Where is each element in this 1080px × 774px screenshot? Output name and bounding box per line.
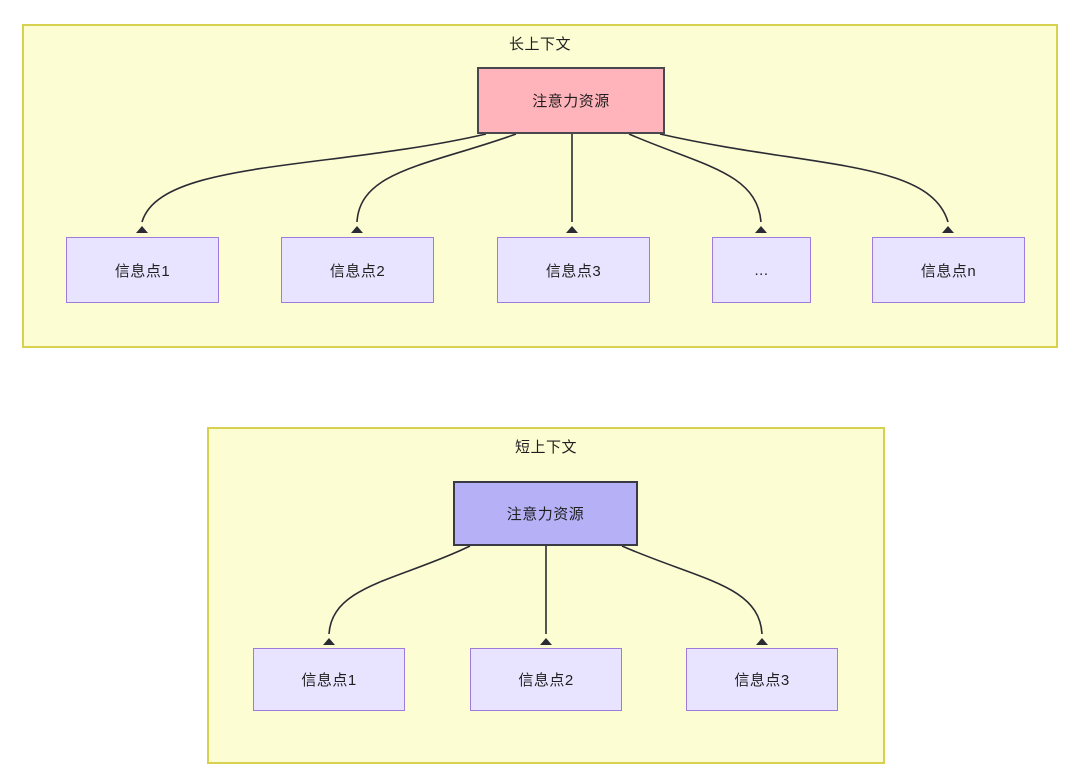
short-context-leaf-3[interactable]: 信息点3 [686,648,838,711]
long-context-leaf-ellipsis[interactable]: ... [712,237,811,303]
long-context-root-node[interactable]: 注意力资源 [477,67,665,134]
long-context-title: 长上下文 [508,36,571,53]
short-context-root-node[interactable]: 注意力资源 [453,481,638,546]
long-context-leaf-2[interactable]: 信息点2 [281,237,434,303]
long-context-leaf-3[interactable]: 信息点3 [497,237,650,303]
short-context-leaf-2[interactable]: 信息点2 [470,648,622,711]
short-context-leaf-1[interactable]: 信息点1 [253,648,405,711]
long-context-leaf-1[interactable]: 信息点1 [66,237,219,303]
short-context-panel: 短上下文 [207,427,885,764]
short-context-title: 短上下文 [514,439,577,456]
long-context-leaf-n[interactable]: 信息点n [872,237,1025,303]
